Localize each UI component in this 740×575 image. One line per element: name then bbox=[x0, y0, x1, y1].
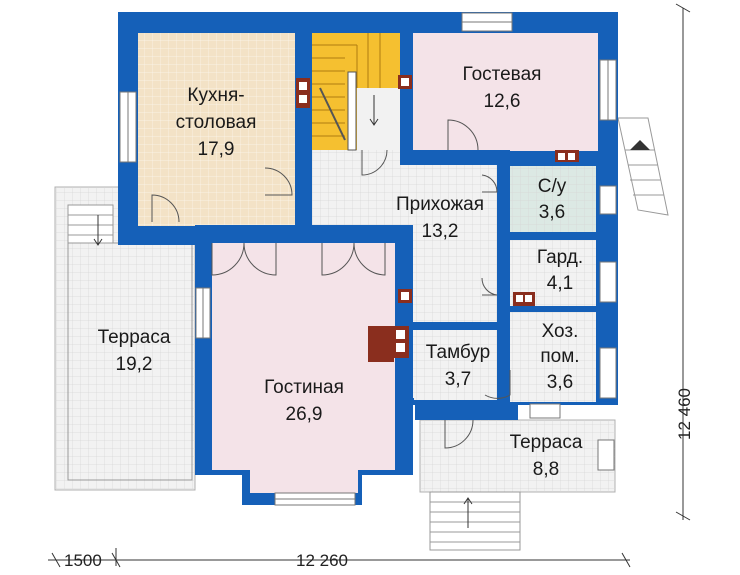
wardrobe-name: Гард. bbox=[537, 247, 583, 268]
terrace-front-name: Терраса bbox=[510, 432, 583, 453]
doors bbox=[151, 119, 511, 449]
kitchen-name-line1: Кухня- bbox=[187, 85, 244, 106]
room-labels: Кухня- столовая 17,9 Гостевая 12,6 Прихо… bbox=[98, 64, 584, 480]
wc-name: С/у bbox=[538, 176, 567, 197]
chimney-blocks bbox=[296, 75, 579, 362]
utility-name-line2: пом. bbox=[540, 346, 579, 367]
dim-bottom-main: 12 260 bbox=[296, 551, 348, 570]
hall-area: 13,2 bbox=[422, 221, 459, 242]
vestibule-area: 3,7 bbox=[445, 369, 471, 390]
kitchen-area: 17,9 bbox=[198, 139, 235, 160]
living-area: 26,9 bbox=[286, 404, 323, 425]
windows bbox=[119, 12, 617, 506]
utility-name-line1: Хоз. bbox=[542, 321, 579, 342]
guest-area: 12,6 bbox=[484, 91, 521, 112]
terrace-front-area bbox=[419, 419, 616, 551]
vestibule-name: Тамбур bbox=[426, 342, 491, 363]
terrace-left-name: Терраса bbox=[98, 327, 171, 348]
dimension-lines bbox=[48, 3, 691, 568]
interior-walls bbox=[195, 33, 598, 475]
wc-area: 3,6 bbox=[539, 202, 565, 223]
terrace-left-area-value: 19,2 bbox=[116, 354, 153, 375]
dim-bottom-left: 1500 bbox=[64, 551, 102, 570]
dim-right: 12 460 bbox=[675, 388, 694, 440]
wardrobe-area: 4,1 bbox=[547, 273, 573, 294]
living-name: Гостиная bbox=[264, 377, 344, 398]
hall-name: Прихожая bbox=[396, 194, 484, 215]
exterior-stair-right bbox=[617, 117, 669, 216]
kitchen-name-line2: столовая bbox=[176, 112, 257, 133]
guest-name: Гостевая bbox=[463, 64, 542, 85]
utility-area: 3,6 bbox=[547, 372, 573, 393]
interior-staircase bbox=[312, 33, 381, 151]
terrace-front-area-value: 8,8 bbox=[533, 459, 559, 480]
